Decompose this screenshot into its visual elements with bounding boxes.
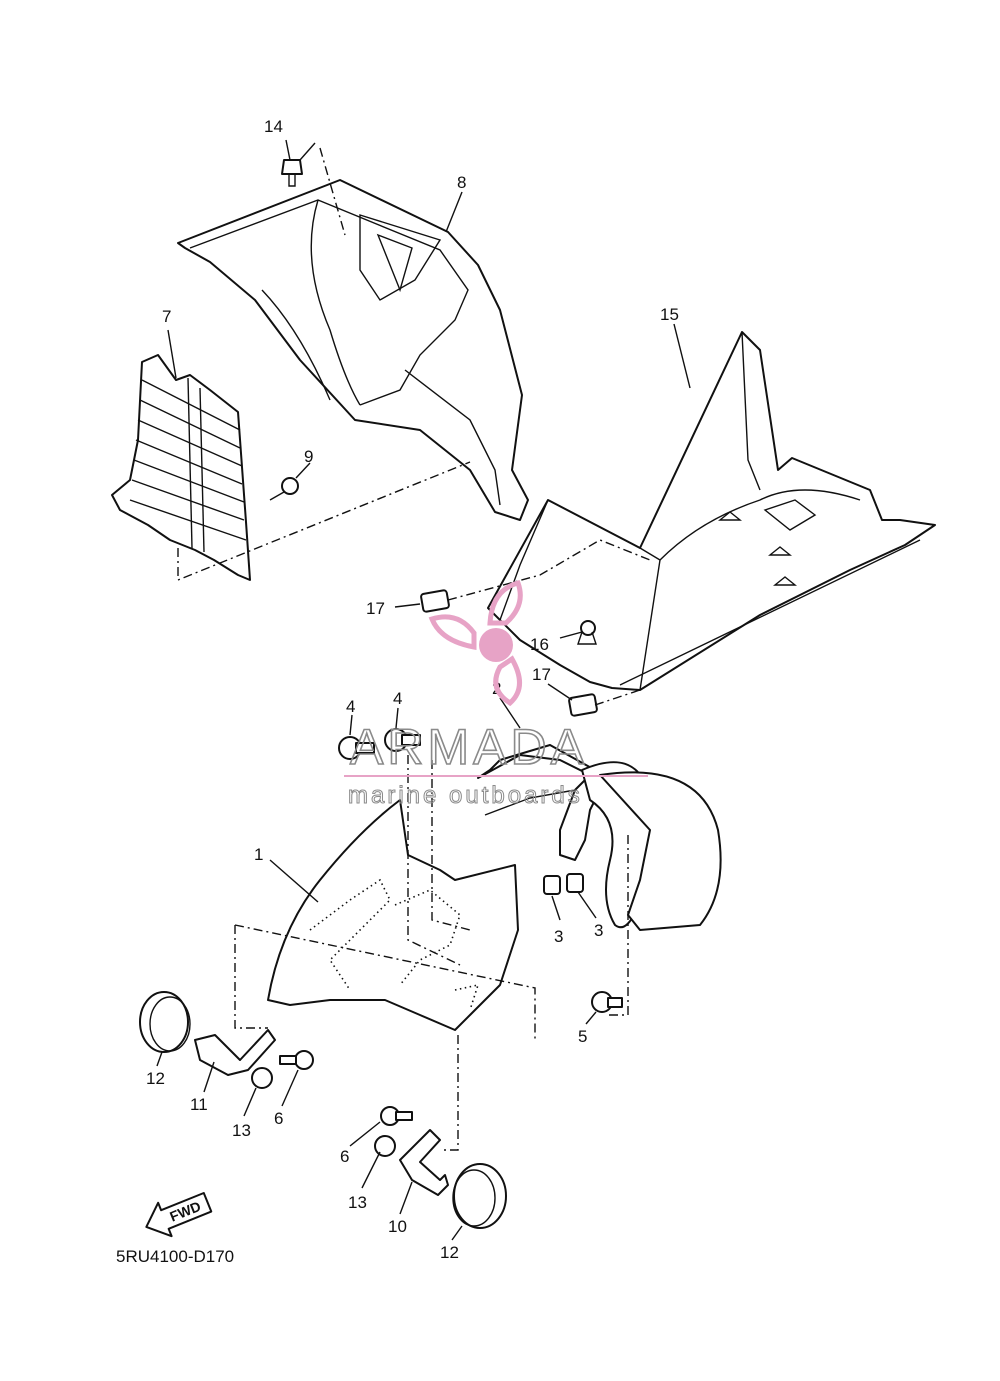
fwd-arrow: FWD bbox=[145, 1191, 213, 1238]
assembly-lines bbox=[177, 147, 651, 1151]
callout-9: 9 bbox=[304, 447, 313, 466]
callout-5: 5 bbox=[578, 1027, 587, 1046]
callout-4-right: 4 bbox=[393, 689, 402, 708]
callout-11: 11 bbox=[190, 1095, 208, 1114]
callout-8: 8 bbox=[457, 173, 466, 192]
part-1-front-fender bbox=[267, 799, 519, 1031]
callout-3-right: 3 bbox=[594, 921, 603, 940]
callout-12-right: 12 bbox=[440, 1243, 459, 1262]
callout-17-lower: 17 bbox=[532, 665, 551, 684]
watermark: ARMADA marine outboards bbox=[344, 579, 648, 810]
callout-6-left: 6 bbox=[274, 1109, 283, 1128]
callout-6-right: 6 bbox=[340, 1147, 349, 1166]
callout-7: 7 bbox=[162, 307, 171, 326]
callout-13-right: 13 bbox=[348, 1193, 367, 1212]
callout-14: 14 bbox=[264, 117, 283, 136]
part-8-front-cover bbox=[177, 179, 529, 521]
callout-10: 10 bbox=[388, 1217, 407, 1236]
callout-16: 16 bbox=[530, 635, 549, 654]
watermark-logo-icon bbox=[428, 579, 523, 707]
watermark-brand: ARMADA bbox=[350, 719, 588, 775]
part-15-under-cover bbox=[487, 331, 936, 691]
callout-15: 15 bbox=[660, 305, 679, 324]
callout-13-left: 13 bbox=[232, 1121, 251, 1140]
callout-3-left: 3 bbox=[554, 927, 563, 946]
hardware bbox=[139, 159, 623, 1229]
watermark-tagline: marine outboards bbox=[348, 782, 583, 809]
diagram-code: 5RU4100-D170 bbox=[116, 1247, 234, 1266]
callout-4-left: 4 bbox=[346, 697, 355, 716]
part-2-fender-stay bbox=[477, 744, 601, 861]
callout-1: 1 bbox=[254, 845, 263, 864]
callout-17-upper: 17 bbox=[366, 599, 385, 618]
leader-lines bbox=[156, 139, 691, 1241]
part-7-grille bbox=[111, 354, 251, 581]
rear-fender-part bbox=[581, 761, 722, 931]
callout-12-left: 12 bbox=[146, 1069, 165, 1088]
